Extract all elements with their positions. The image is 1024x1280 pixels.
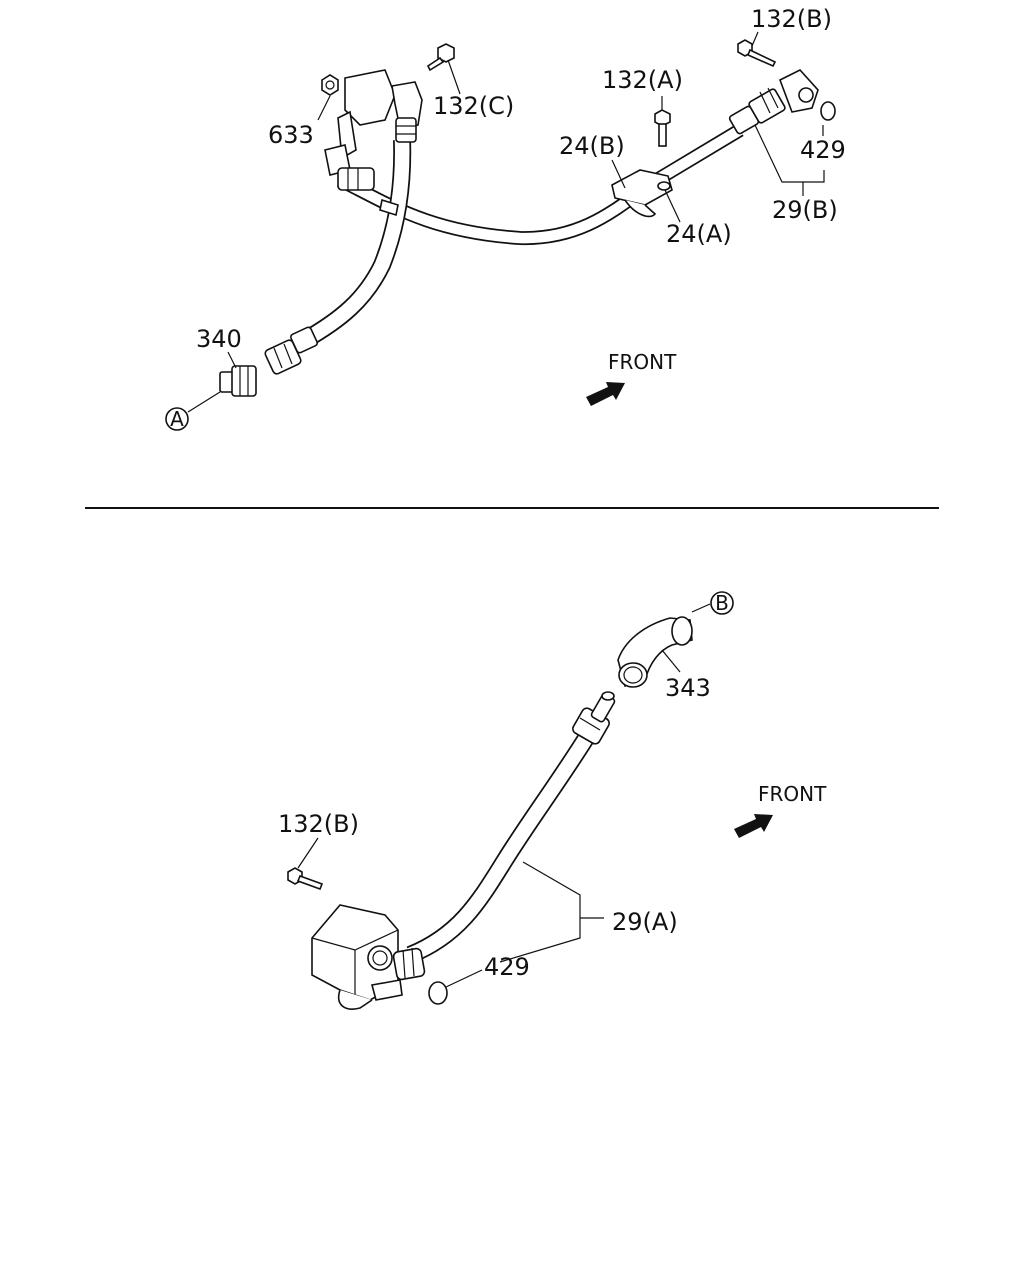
elbow-343 [617,616,693,688]
hose-29a-upper-fitting [572,691,616,745]
label-29b: 29(B) [772,196,838,224]
oring-429-top [820,101,836,121]
label-132a: 132(A) [602,66,683,94]
hose-end-lower [264,326,319,375]
label-132c: 132(C) [433,92,514,120]
leader-lines-top [187,31,825,413]
front-indicator-bottom: FRONT [734,782,827,838]
bolt-132b-bottom [287,867,324,891]
label-343: 343 [665,674,711,702]
label-132b-top: 132(B) [751,5,832,33]
manifold-block [311,904,426,1010]
hose-end-fitting [728,69,819,135]
upper-bracket [324,69,423,217]
bottom-view: 132(B) 29(A) 429 343 B FRONT [278,591,827,1010]
label-24a: 24(A) [666,220,732,248]
label-29a: 29(A) [612,908,678,936]
nut-633 [321,74,339,96]
label-633: 633 [268,121,314,149]
label-132b-bottom: 132(B) [278,810,359,838]
top-view: 132(C) 633 132(B) 132(A) 24(B) 24(A) 429… [165,5,846,431]
ref-marker-a-label: A [170,407,184,431]
ref-marker-b: B [710,591,734,615]
hose-29a [406,730,596,964]
ref-marker-b-label: B [715,591,729,615]
front-arrow-bottom-icon [734,814,773,838]
bolt-132a [654,109,671,147]
front-label-bottom: FRONT [758,782,827,806]
bolt-132b-top [737,39,777,68]
clamp-24 [611,169,673,218]
front-arrow-icon [586,382,625,406]
ref-marker-a: A [165,407,189,431]
hose-down [300,139,412,348]
label-429-bottom: 429 [484,953,530,981]
front-label-top: FRONT [608,350,677,374]
label-340: 340 [196,325,242,353]
front-indicator-top: FRONT [586,350,677,406]
label-24b: 24(B) [559,132,625,160]
bolt-132c [426,43,455,72]
fitting-340 [219,365,257,397]
leader-lines-bottom [297,603,711,988]
label-429-top: 429 [800,136,846,164]
oring-429-bottom [428,981,448,1005]
